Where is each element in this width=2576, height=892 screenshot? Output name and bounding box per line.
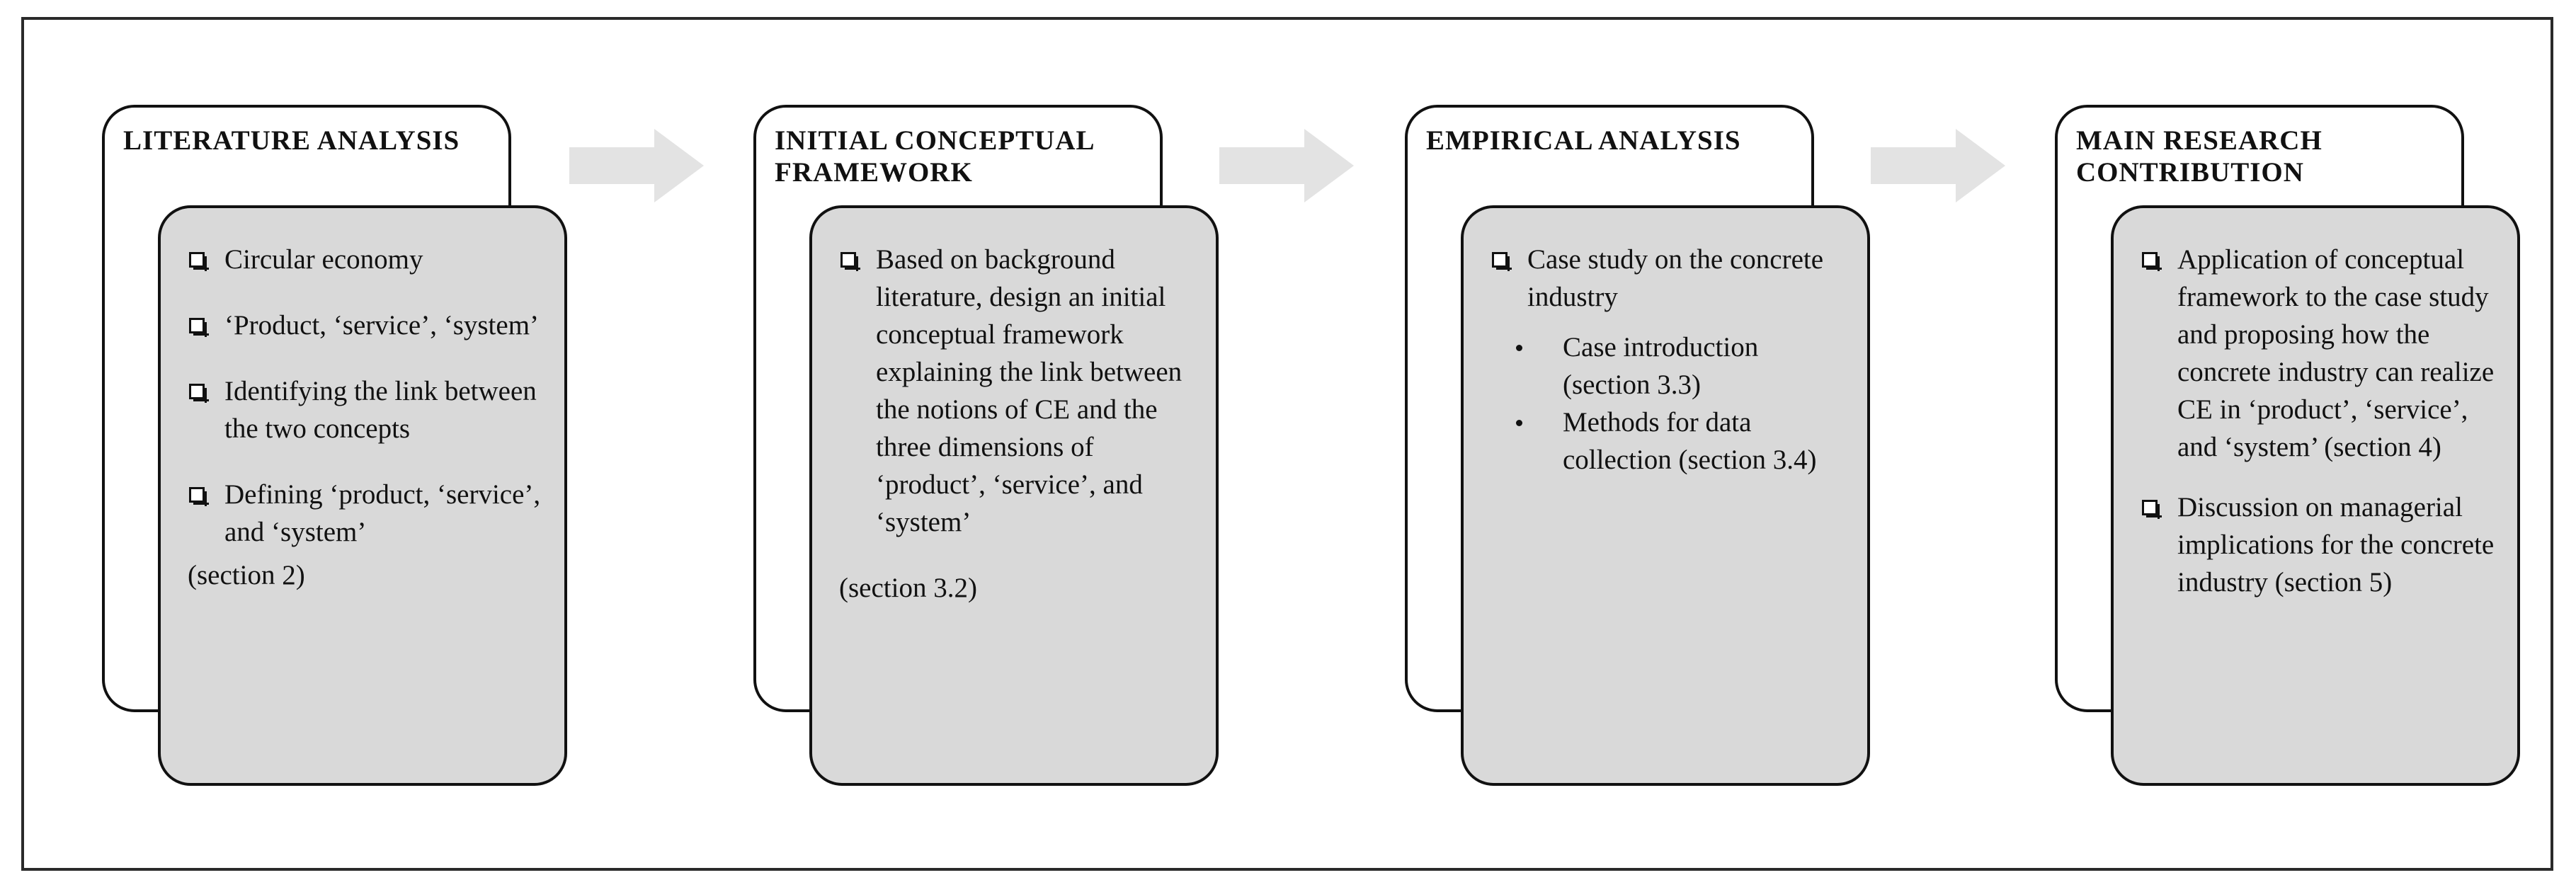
checkbox-icon — [189, 252, 209, 271]
stage-4-title: MAIN RESEARCH CONTRIBUTION — [2076, 125, 2323, 188]
bullet-icon — [1516, 345, 1522, 351]
stage-3-content-card: Case study on the concrete industry Case… — [1461, 205, 1870, 786]
stage-3-item-3: Methods for data collection (section 3.4… — [1491, 404, 1846, 479]
stage-3-title: EMPIRICAL ANALYSIS — [1426, 125, 1741, 156]
stage-3-item-1: Case study on the concrete industry — [1491, 241, 1846, 316]
stage-1-item-1: Circular economy — [188, 241, 543, 278]
stage-1-item-2: ‘Product, ‘service’, ‘system’ — [188, 307, 543, 344]
checkbox-icon — [2142, 252, 2162, 271]
stage-2-item-1-text: Based on background literature, design a… — [876, 244, 1182, 537]
stage-3-item-3-text: Methods for data collection (section 3.4… — [1563, 407, 1817, 475]
stage-2-title: INITIAL CONCEPTUAL FRAMEWORK — [775, 125, 1094, 188]
stage-4-item-2: Discussion on managerial implications fo… — [2141, 488, 2496, 601]
checkbox-icon — [189, 384, 209, 403]
stage-1-item-3-text: Identifying the link between the two con… — [224, 376, 537, 444]
right-arrow-icon — [569, 129, 704, 202]
diagram-frame — [21, 17, 2553, 871]
stage-1-content-card: Circular economy ‘Product, ‘service’, ‘s… — [158, 205, 567, 786]
stage-2-item-1: Based on background literature, design a… — [839, 241, 1195, 541]
stage-1-item-2-text: ‘Product, ‘service’, ‘system’ — [224, 310, 540, 341]
right-arrow-icon — [1871, 129, 2005, 202]
stage-1-item-4-text: Defining ‘product, ‘service’, and ‘syste… — [224, 479, 541, 547]
stage-3-item-1-text: Case study on the concrete industry — [1527, 244, 1824, 312]
checkbox-icon — [840, 252, 860, 271]
stage-3-item-2: Case introduction (section 3.3) — [1491, 328, 1846, 404]
stage-3-item-2-text: Case introduction (section 3.3) — [1563, 332, 1759, 400]
stage-1-section-ref: (section 2) — [188, 560, 305, 590]
right-arrow-icon — [1219, 129, 1354, 202]
stage-4-item-1: Application of conceptual framework to t… — [2141, 241, 2496, 466]
stage-1-item-1-text: Circular economy — [224, 244, 423, 275]
checkbox-icon — [189, 487, 209, 506]
stage-1-item-3: Identifying the link between the two con… — [188, 372, 543, 447]
stage-4-item-2-text: Discussion on managerial implications fo… — [2177, 492, 2495, 597]
stage-2-section-ref: (section 3.2) — [839, 573, 977, 603]
checkbox-icon — [189, 318, 209, 337]
stage-4-content-card: Application of conceptual framework to t… — [2111, 205, 2520, 786]
stage-4-item-1-text: Application of conceptual framework to t… — [2177, 244, 2495, 462]
bullet-icon — [1516, 420, 1522, 426]
checkbox-icon — [2142, 500, 2162, 519]
checkbox-icon — [1492, 252, 1512, 271]
stage-1-title: LITERATURE ANALYSIS — [123, 125, 460, 156]
stage-1-item-4: Defining ‘product, ‘service’, and ‘syste… — [188, 476, 543, 551]
stage-2-content-card: Based on background literature, design a… — [809, 205, 1219, 786]
